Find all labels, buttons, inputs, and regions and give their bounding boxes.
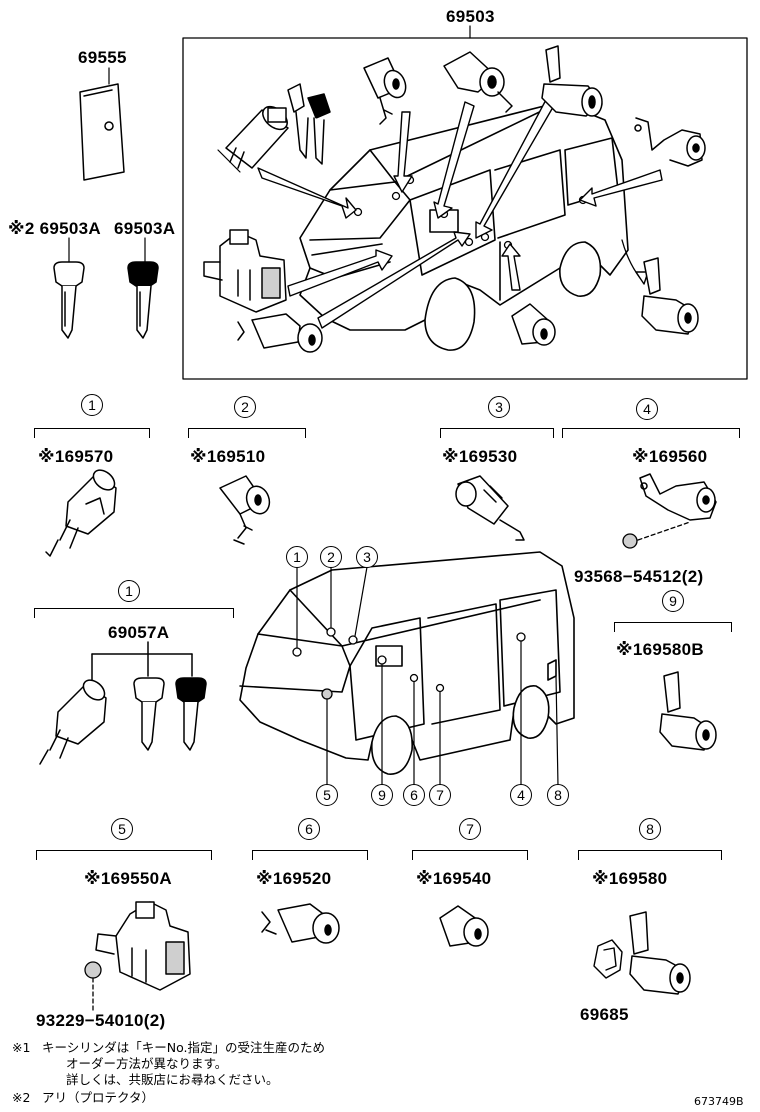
van-callout-3: 3 bbox=[356, 546, 378, 568]
back-door-cylinder-69580 bbox=[629, 911, 691, 995]
key-69503A-protector bbox=[127, 237, 159, 339]
sliding-door-lock-69560 bbox=[639, 473, 717, 521]
callout-2-top: 2 bbox=[234, 396, 256, 418]
part-number-69550A: ※169550A bbox=[84, 869, 172, 888]
callout-7-bottom: 7 bbox=[459, 818, 481, 840]
callout-9-top: 9 bbox=[662, 590, 684, 612]
part-number-69580B: ※169580B bbox=[616, 640, 704, 659]
part-number-93229: 93229−54010(2) bbox=[36, 1011, 166, 1030]
part-number-69560: ※169560 bbox=[632, 447, 708, 466]
van-callout-1: 1 bbox=[286, 546, 308, 568]
part-number-93568: 93568−54512(2) bbox=[574, 567, 704, 586]
screw-93229 bbox=[84, 961, 102, 1011]
part-number-69503A-protector: ※2 69503A bbox=[8, 219, 101, 238]
gasket-69685 bbox=[593, 939, 623, 979]
callout-leaders-center bbox=[296, 566, 559, 787]
glove-box-lock-69530 bbox=[455, 475, 525, 541]
back-door-cylinder-69580B bbox=[659, 671, 717, 751]
door-lock-cylinder-top bbox=[363, 57, 407, 125]
van-callout-8: 8 bbox=[547, 784, 569, 806]
part-number-69503A: 69503A bbox=[114, 219, 176, 238]
key-69503A-plain bbox=[53, 237, 85, 339]
part-number-69555: 69555 bbox=[78, 48, 127, 67]
door-lock-cylinder-69510 bbox=[219, 475, 271, 545]
diagram-code: 673749B bbox=[694, 1095, 744, 1108]
back-door-cylinder-top bbox=[541, 45, 603, 117]
key-set-69057A bbox=[39, 641, 207, 765]
callout-1-top: 1 bbox=[81, 394, 103, 416]
pointer-arrows-top bbox=[257, 95, 663, 329]
steering-lock-assembly-top bbox=[203, 229, 287, 313]
part-number-69570: ※169570 bbox=[38, 447, 114, 466]
group-bracket-2 bbox=[188, 428, 306, 438]
note-2-line-1: アリ（プロテクタ） bbox=[42, 1090, 155, 1105]
callout-6-bottom: 6 bbox=[298, 818, 320, 840]
part-number-69510: ※169510 bbox=[190, 447, 266, 466]
ignition-cylinder-69570 bbox=[45, 469, 117, 557]
van-callout-6: 6 bbox=[403, 784, 425, 806]
rear-cylinder-top bbox=[511, 303, 556, 346]
main-assembly-frame bbox=[182, 37, 748, 380]
note-2-mark: ※2 bbox=[12, 1090, 31, 1105]
part-number-69057A: 69057A bbox=[108, 623, 170, 642]
note-1-mark: ※1 bbox=[12, 1040, 31, 1055]
group-bracket-5 bbox=[36, 850, 212, 860]
group-bracket-9 bbox=[614, 622, 732, 632]
glove-box-lock-top bbox=[443, 51, 513, 113]
note-1-line-3: 詳しくは、共販店にお尋ねください。 bbox=[66, 1072, 279, 1087]
note-1-line-1: キーシリンダは「キーNo.指定」の受注生産のため bbox=[42, 1040, 326, 1055]
part-number-69685: 69685 bbox=[580, 1005, 629, 1024]
callout-5-bottom: 5 bbox=[111, 818, 133, 840]
group-bracket-8 bbox=[578, 850, 722, 860]
part-number-69540: ※169540 bbox=[416, 869, 492, 888]
part-number-69503: 69503 bbox=[446, 7, 495, 26]
part-number-69580: ※169580 bbox=[592, 869, 668, 888]
van-callout-2: 2 bbox=[320, 546, 342, 568]
callout-8-bottom: 8 bbox=[639, 818, 661, 840]
note-1-line-2: オーダー方法が異なります。 bbox=[66, 1056, 228, 1071]
rear-cylinder-69540 bbox=[439, 905, 489, 947]
back-door-cylinder-right-top bbox=[641, 257, 699, 335]
part-number-69530: ※169530 bbox=[442, 447, 518, 466]
screw-93568 bbox=[622, 521, 691, 549]
door-cylinder-lever-top bbox=[237, 313, 323, 353]
sliding-door-lock-top bbox=[634, 117, 706, 167]
callout-4-top: 4 bbox=[636, 398, 658, 420]
steering-lock-69550A bbox=[95, 901, 191, 991]
callout-3-top: 3 bbox=[488, 396, 510, 418]
keyhole-markers-center bbox=[292, 627, 526, 700]
van-callout-7: 7 bbox=[429, 784, 451, 806]
ignition-cylinder-with-keys-top bbox=[217, 83, 331, 173]
group-bracket-3 bbox=[440, 428, 554, 438]
van-callout-5: 5 bbox=[316, 784, 338, 806]
part-number-69520: ※169520 bbox=[256, 869, 332, 888]
group-bracket-6 bbox=[252, 850, 368, 860]
van-callout-4: 4 bbox=[510, 784, 532, 806]
key-plate-69555 bbox=[79, 83, 125, 181]
callout-1-set: 1 bbox=[118, 580, 140, 602]
group-bracket-7 bbox=[412, 850, 528, 860]
group-bracket-4 bbox=[562, 428, 740, 438]
group-bracket-1-set bbox=[34, 608, 234, 618]
van-illustration-center bbox=[239, 551, 575, 775]
van-illustration-top bbox=[299, 101, 629, 351]
group-bracket-1 bbox=[34, 428, 150, 438]
van-callout-9: 9 bbox=[371, 784, 393, 806]
door-cylinder-69520 bbox=[261, 903, 340, 944]
